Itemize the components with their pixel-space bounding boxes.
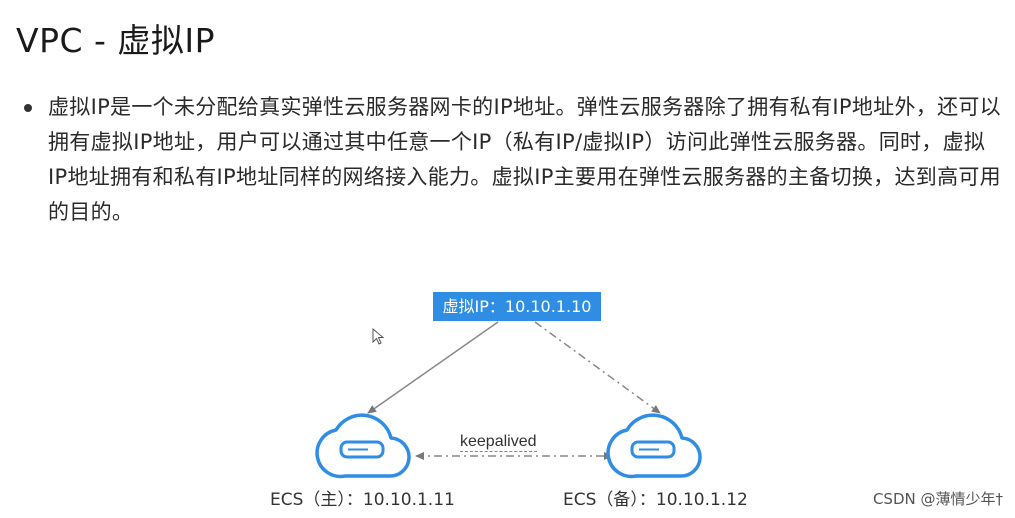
- slide-title: VPC - 虚拟IP: [16, 21, 216, 60]
- ecs-master-cloud-icon: [315, 413, 411, 479]
- ecs-master-label: ECS（主）：10.10.1.11: [270, 490, 455, 510]
- bullet-item: 虚拟IP是一个未分配给真实弹性云服务器网卡的IP地址。弹性云服务器除了拥有私有I…: [24, 90, 1004, 230]
- vip-to-master-line: [367, 321, 499, 414]
- watermark: CSDN @薄情少年†: [872, 490, 1003, 508]
- keepalived-label: keepalived: [460, 433, 537, 452]
- ecs-backup-cloud-icon: [606, 413, 702, 479]
- bullet-text: 虚拟IP是一个未分配给真实弹性云服务器网卡的IP地址。弹性云服务器除了拥有私有I…: [48, 95, 1001, 224]
- mouse-cursor-icon: [372, 328, 385, 345]
- vip-to-backup-line: [534, 321, 661, 414]
- virtual-ip-box: 虚拟IP：10.10.1.10: [433, 292, 601, 321]
- bullet-dot: [24, 104, 32, 112]
- ecs-backup-label: ECS（备）：10.10.1.12: [563, 490, 748, 510]
